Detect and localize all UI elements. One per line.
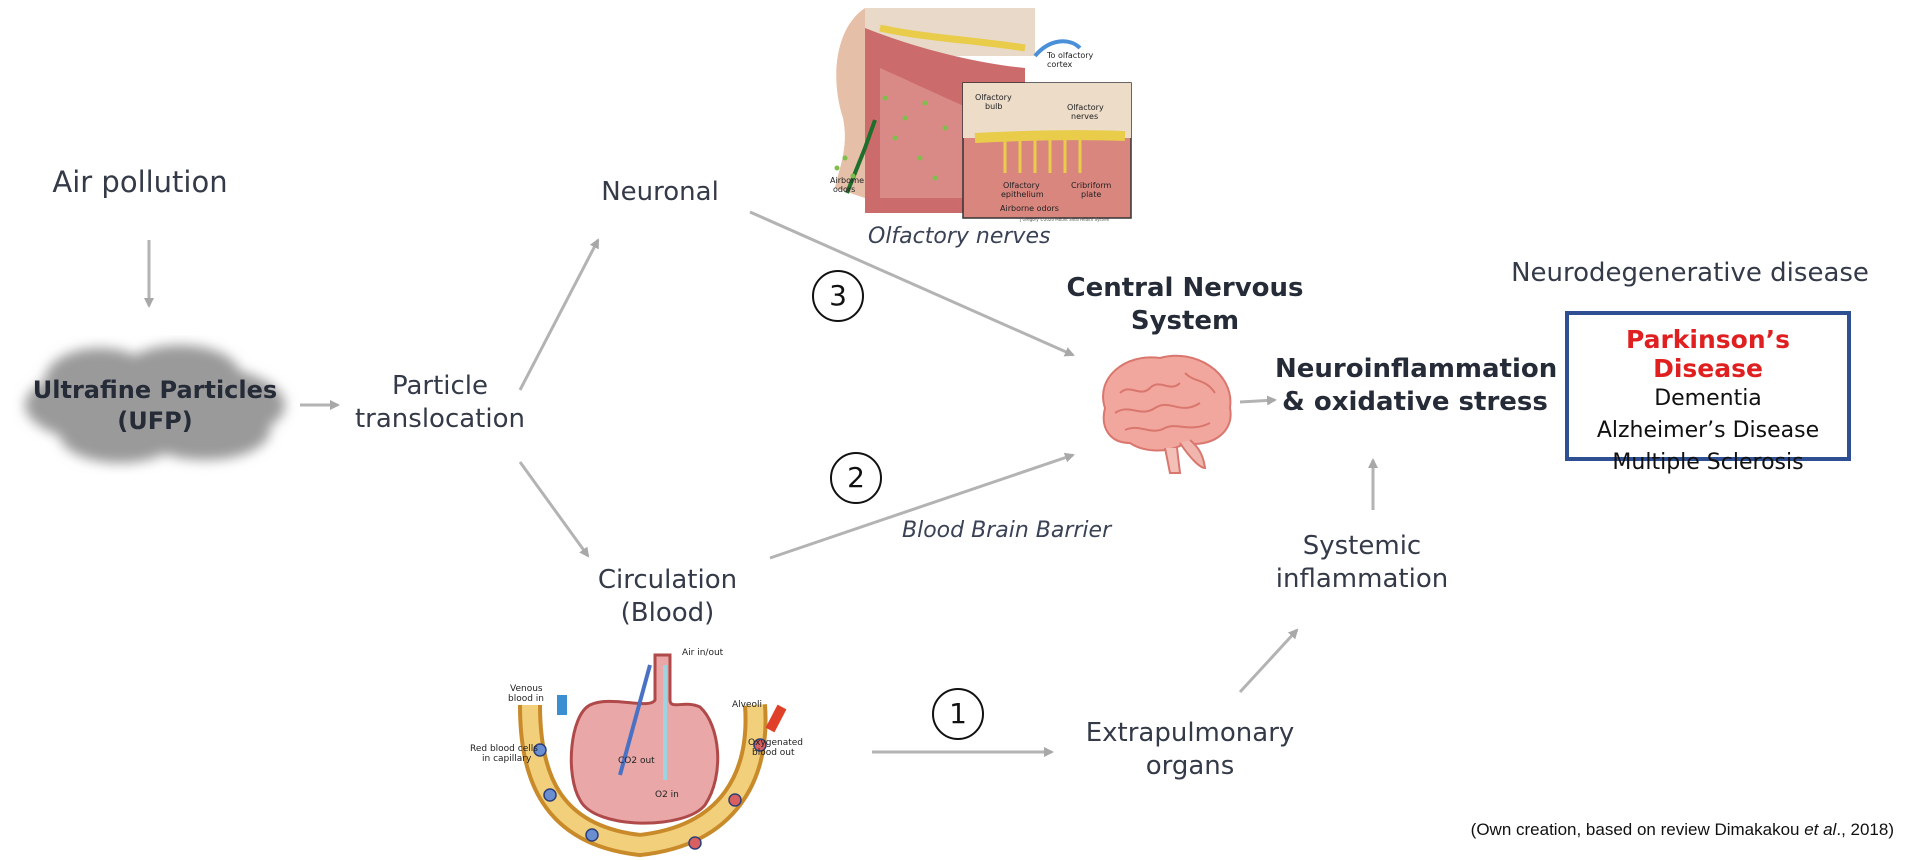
lung-label-o2: O2 in	[655, 790, 679, 800]
arrow-cns-to-neuroinflammation	[1240, 400, 1275, 402]
label-neuroinflammation: Neuroinflammation & oxidative stress	[1275, 353, 1555, 420]
label-circulation-line2: (Blood)	[575, 597, 760, 630]
nose-label-airborne-1: Airborne	[830, 176, 864, 185]
label-neuronal: Neuronal	[580, 176, 740, 209]
label-air-pollution: Air pollution	[40, 164, 240, 201]
lung-label-rbc-2: in capillary	[482, 754, 532, 764]
lung-label-rbc-1: Red blood cells	[470, 744, 538, 754]
lung-label-oxy-1: Oxygenated	[748, 738, 803, 748]
lung-label-air: Air in/out	[682, 648, 724, 658]
lung-label-oxy-2: blood out	[752, 748, 795, 758]
citation-post: ., 2018)	[1836, 820, 1894, 839]
label-systemic-inflammation: Systemic inflammation	[1262, 530, 1462, 597]
nose-label-airborne-2: odors	[833, 185, 855, 194]
label-particle-translocation: Particle translocation	[340, 370, 540, 437]
lung-label-alveoli: Alveoli	[732, 700, 762, 710]
nose-label-cortex-2: cortex	[1047, 60, 1073, 69]
citation-pre: (Own creation, based on review Dimakakou	[1471, 820, 1805, 839]
disease-multiple-sclerosis: Multiple Sclerosis	[1569, 447, 1847, 479]
nose-credit: J Gregory ©2020 Mount Sinai Health Syste…	[1019, 217, 1110, 222]
nose-label-cortex-1: To olfactory	[1046, 51, 1094, 60]
nose-label-epithelium-2: epithelium	[1001, 190, 1044, 199]
nose-label-nerves-2: nerves	[1071, 112, 1098, 121]
nose-label-epithelium-1: Olfactory	[1003, 181, 1040, 190]
label-cns-line2: System	[1060, 305, 1310, 338]
arrow-translocation-to-circulation	[520, 462, 588, 556]
label-ufp: Ultrafine Particles (UFP)	[20, 375, 290, 436]
lung-label-venous-1: Venous	[510, 684, 543, 694]
label-neurodegenerative: Neurodegenerative disease	[1500, 257, 1880, 290]
route-number-1: 1	[932, 688, 984, 740]
label-ufp-line2: (UFP)	[20, 406, 290, 437]
nose-label-cribriform-1: Cribriform	[1071, 181, 1112, 190]
label-olfactory-nerves: Olfactory nerves	[868, 224, 1050, 249]
lung-label-venous-2: blood in	[508, 694, 544, 704]
alveoli-illustration: Air in/out Venous blood in Alveoli Red b…	[470, 645, 810, 860]
disease-parkinsons: Parkinson’s Disease	[1569, 325, 1847, 383]
citation-italic: et al	[1804, 820, 1836, 839]
nose-label-bulb-1: Olfactory	[975, 93, 1012, 102]
label-extra-line2: organs	[1080, 750, 1300, 783]
nose-label-airborne-inset: Airborne odors	[1000, 204, 1059, 213]
nose-label-cribriform-2: plate	[1081, 190, 1101, 199]
lung-label-co2: CO2 out	[618, 756, 655, 766]
citation: (Own creation, based on review Dimakakou…	[1471, 820, 1894, 840]
olfactory-illustration: To olfactory cortex Olfactory bulb Olfac…	[825, 8, 1135, 223]
label-blood-brain-barrier: Blood Brain Barrier	[902, 518, 1111, 543]
label-particle-line2: translocation	[340, 403, 540, 436]
route-number-3: 3	[812, 270, 864, 322]
nose-label-nerves-1: Olfactory	[1067, 103, 1104, 112]
disease-dementia: Dementia	[1569, 383, 1847, 415]
label-cns: Central Nervous System	[1060, 272, 1310, 339]
disease-alzheimers: Alzheimer’s Disease	[1569, 415, 1847, 447]
label-circulation: Circulation (Blood)	[575, 564, 760, 631]
label-ufp-line1: Ultrafine Particles	[20, 375, 290, 406]
label-cns-line1: Central Nervous	[1060, 272, 1310, 305]
label-neuro-line1: Neuroinflammation	[1275, 353, 1555, 386]
label-circulation-line1: Circulation	[575, 564, 760, 597]
brain-icon	[1085, 348, 1245, 478]
route-number-2: 2	[830, 452, 882, 504]
label-extrapulmonary: Extrapulmonary organs	[1080, 717, 1300, 784]
arrow-translocation-to-neuronal	[520, 240, 598, 390]
arrow-extrapulmonary-to-systemic	[1240, 630, 1297, 692]
label-extra-line1: Extrapulmonary	[1080, 717, 1300, 750]
disease-box: Parkinson’s Disease Dementia Alzheimer’s…	[1565, 311, 1851, 461]
nose-label-bulb-2: bulb	[985, 102, 1002, 111]
label-systemic-line1: Systemic	[1262, 530, 1462, 563]
label-neuro-line2: & oxidative stress	[1275, 386, 1555, 419]
label-particle-line1: Particle	[340, 370, 540, 403]
label-systemic-line2: inflammation	[1262, 563, 1462, 596]
